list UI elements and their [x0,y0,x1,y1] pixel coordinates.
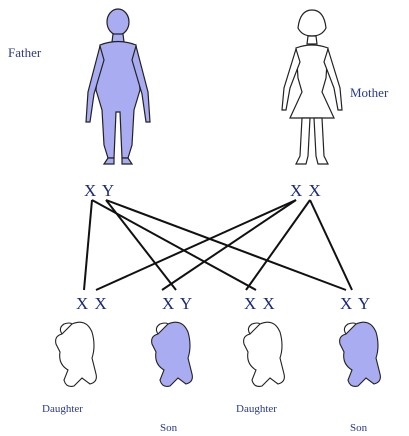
child4-label: Son [350,422,368,434]
son-baby-1 [151,321,193,387]
mother-figure [281,9,343,165]
daughter-baby-1 [55,321,97,387]
line-mother-x1-to-child1 [95,199,297,291]
inheritance-lines [83,199,353,291]
child3-label: Daughter [236,403,277,415]
father-label: Father [8,45,42,60]
line-mother-x2-to-child4 [309,199,353,291]
child3-chromosomes: X X [244,294,276,313]
daughter-baby-2 [243,321,285,387]
father-figure [85,8,151,165]
child2-label: Son [160,422,178,434]
child4-chromosomes: X Y [340,294,371,313]
line-father-y-to-child4 [105,199,347,291]
line-father-y-to-child2 [105,199,177,291]
son-baby-2 [339,321,381,387]
line-father-x-to-child1 [83,199,93,291]
line-mother-x2-to-child3 [245,199,311,291]
child1-label: Daughter [42,403,83,415]
father-chromosomes: X Y [84,181,115,200]
line-father-x-to-child3 [91,199,257,291]
child2-chromosomes: X Y [162,294,193,313]
child1-chromosomes: X X [76,294,108,313]
line-mother-x1-to-child2 [161,199,297,291]
mother-label: Mother [350,85,389,100]
mother-chromosomes: X X [290,181,322,200]
